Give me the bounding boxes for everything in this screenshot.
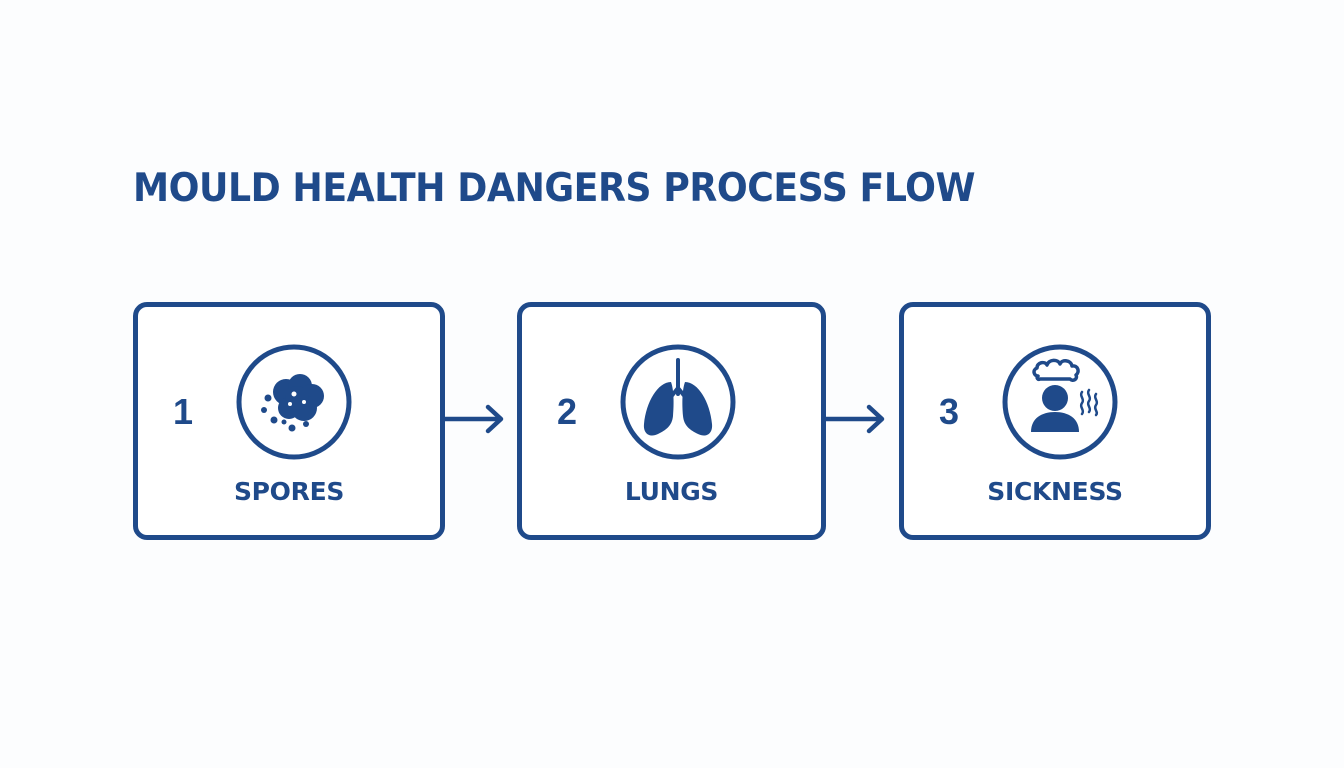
arrow-right-icon xyxy=(444,401,508,437)
step-label: SICKNESS xyxy=(987,477,1123,506)
arrow-right-icon xyxy=(825,401,889,437)
step-number: 1 xyxy=(173,391,194,432)
step-box-sickness: 3 SICKNESS xyxy=(899,302,1211,540)
step-box-lungs: 2 LUNGS xyxy=(517,302,826,540)
step-number: 3 xyxy=(939,391,960,432)
step-box-spores: 1 SPO xyxy=(133,302,445,540)
diagram-title: MOULD HEALTH DANGERS PROCESS FLOW xyxy=(133,166,976,211)
step-label: LUNGS xyxy=(624,477,719,506)
spores-icon xyxy=(234,342,354,462)
step-number: 2 xyxy=(557,391,578,432)
sick-person-icon xyxy=(1000,342,1120,462)
step-label: SPORES xyxy=(233,477,345,506)
lungs-icon xyxy=(618,342,738,462)
